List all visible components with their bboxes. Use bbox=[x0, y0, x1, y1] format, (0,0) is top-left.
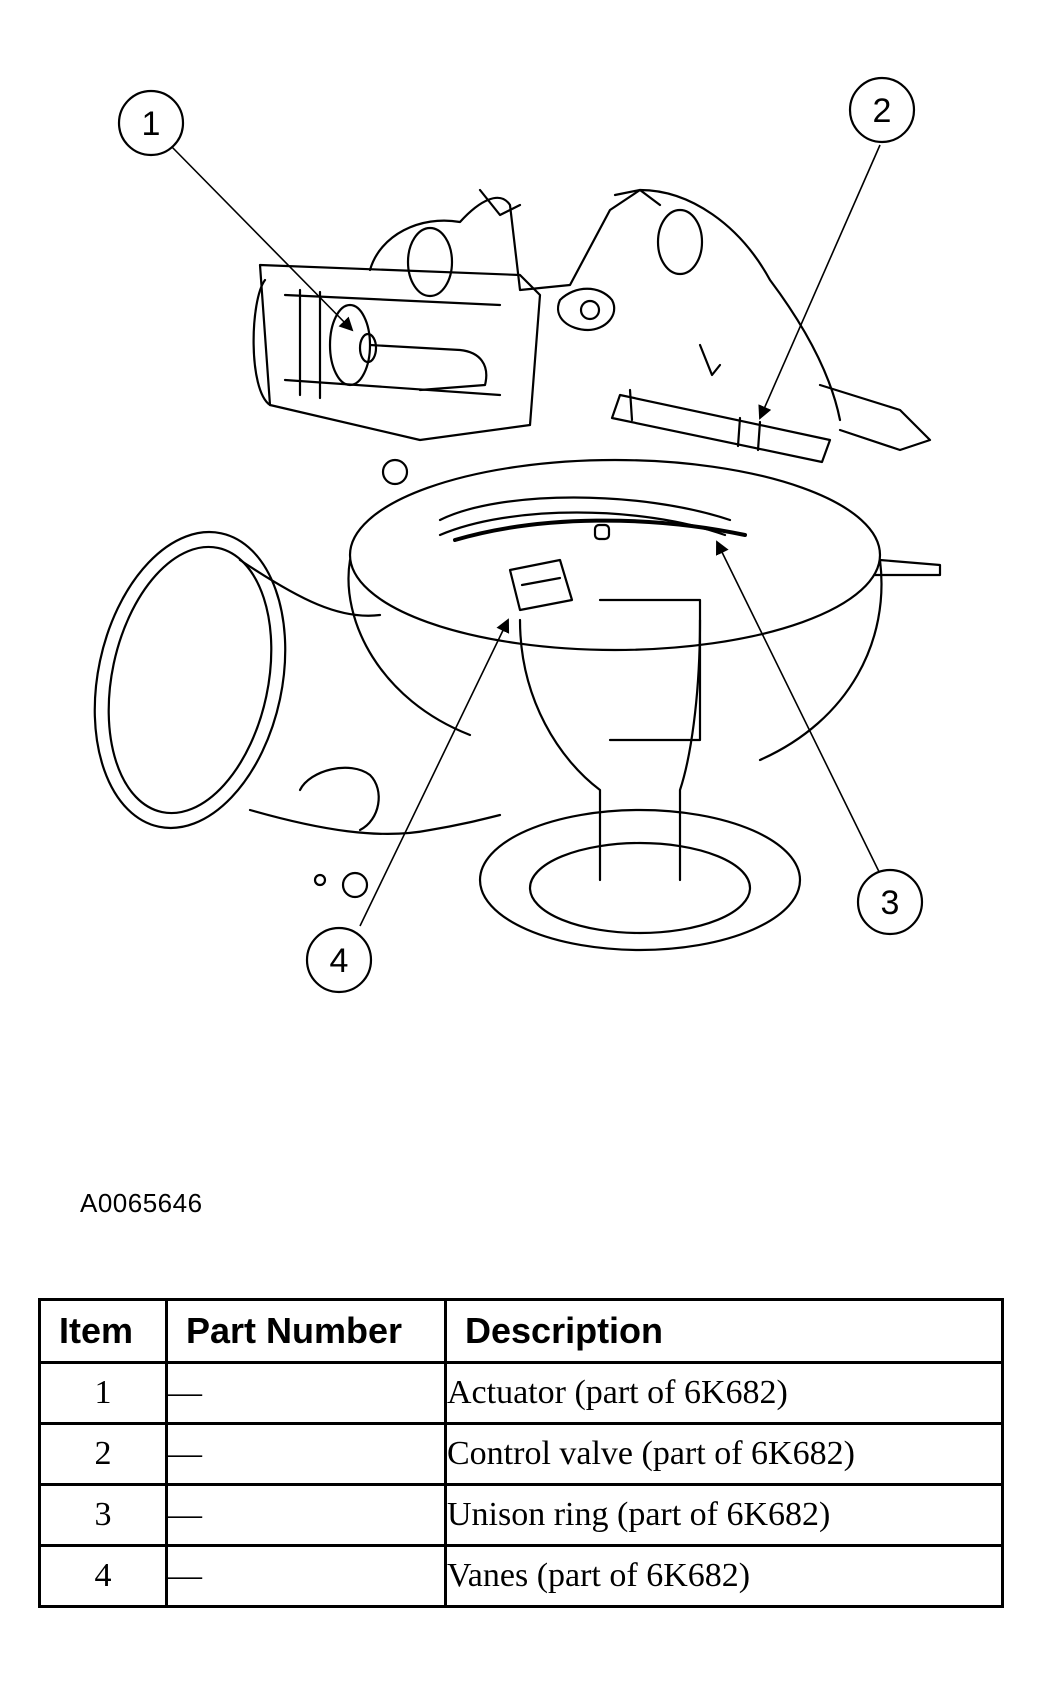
description-cell: Actuator (part of 6K682) bbox=[444, 1361, 1004, 1425]
header-description: Description bbox=[444, 1298, 1004, 1364]
parts-table: Item Part Number Description 1 — Actuato… bbox=[38, 1298, 1004, 1608]
part-number-cell: — bbox=[165, 1361, 447, 1425]
leader-line-2 bbox=[758, 144, 881, 420]
leader-line-1 bbox=[169, 144, 354, 332]
description-cell: Control valve (part of 6K682) bbox=[444, 1422, 1004, 1486]
callout-1: 1 bbox=[117, 89, 185, 157]
table-header-row: Item Part Number Description bbox=[38, 1298, 1004, 1364]
item-cell: 3 bbox=[38, 1483, 168, 1547]
part-number-cell: — bbox=[165, 1544, 447, 1608]
callout-label: 2 bbox=[873, 92, 892, 130]
leader-lines bbox=[169, 144, 889, 927]
table-row: 3 — Unison ring (part of 6K682) bbox=[38, 1483, 1004, 1547]
table-row: 1 — Actuator (part of 6K682) bbox=[38, 1361, 1004, 1425]
item-cell: 1 bbox=[38, 1361, 168, 1425]
callout-4: 4 bbox=[305, 926, 373, 994]
callout-label: 4 bbox=[330, 942, 349, 980]
callout-3: 3 bbox=[856, 868, 924, 936]
part-number-cell: — bbox=[165, 1483, 447, 1547]
header-part-number: Part Number bbox=[165, 1298, 447, 1364]
leader-line-3 bbox=[716, 540, 889, 891]
leader-line-4 bbox=[359, 618, 510, 927]
callout-circle bbox=[848, 76, 916, 144]
part-number-cell: — bbox=[165, 1422, 447, 1486]
callout-2: 2 bbox=[848, 76, 916, 144]
callout-circle bbox=[305, 926, 373, 994]
callout-label: 3 bbox=[881, 884, 900, 922]
table-row: 4 — Vanes (part of 6K682) bbox=[38, 1544, 1004, 1608]
description-cell: Vanes (part of 6K682) bbox=[444, 1544, 1004, 1608]
callout-label: 1 bbox=[142, 105, 161, 143]
turbocharger-diagram: 1 2 3 4 bbox=[93, 76, 942, 994]
header-item: Item bbox=[38, 1298, 168, 1364]
callout-circle bbox=[117, 89, 185, 157]
turbocharger-line-art bbox=[93, 188, 942, 952]
description-cell: Unison ring (part of 6K682) bbox=[444, 1483, 1004, 1547]
item-cell: 4 bbox=[38, 1544, 168, 1608]
callout-circle bbox=[856, 868, 924, 936]
item-cell: 2 bbox=[38, 1422, 168, 1486]
figure-id: A0065646 bbox=[80, 1188, 203, 1218]
table-row: 2 — Control valve (part of 6K682) bbox=[38, 1422, 1004, 1486]
